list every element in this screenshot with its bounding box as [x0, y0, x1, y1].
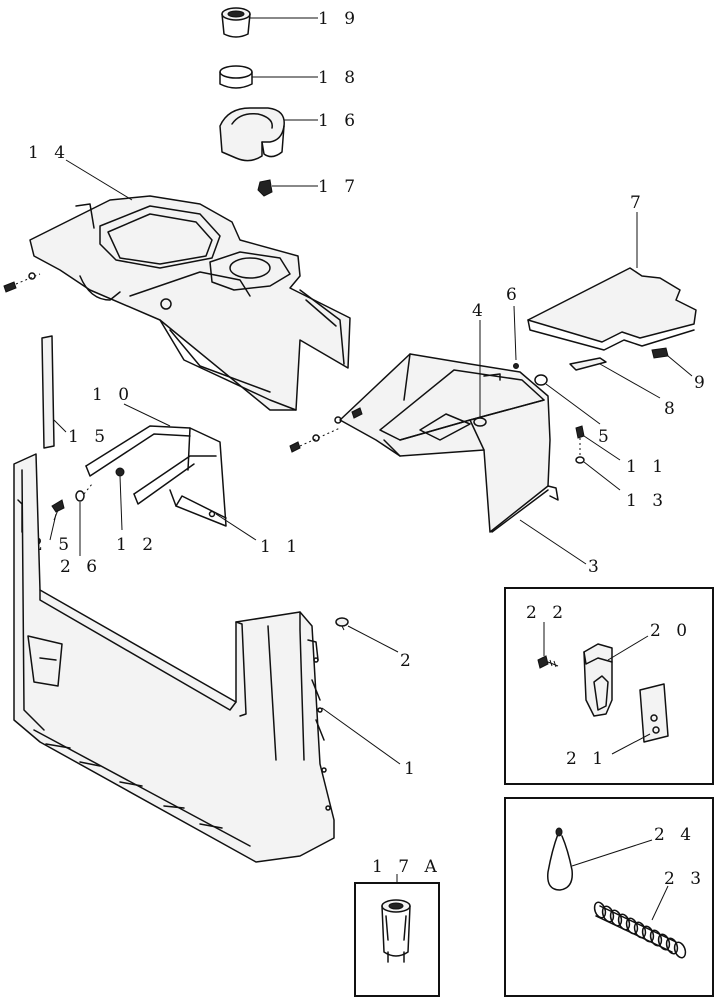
callout-18: 1 8: [318, 68, 360, 88]
callout-22: 2 2: [526, 603, 568, 623]
part-9-pad: [651, 347, 669, 359]
leader-10: [123, 403, 171, 427]
part-7-mat: [527, 267, 697, 351]
part-6-plug: [513, 363, 519, 369]
callout-9: 9: [694, 373, 710, 393]
leader-15: [53, 419, 67, 433]
leader-24: [571, 839, 653, 867]
callout-20: 2 0: [650, 621, 692, 641]
callout-3: 3: [588, 557, 604, 577]
leader-8: [599, 363, 661, 399]
callout-17a: 1 7 A: [372, 857, 442, 877]
callout-15: 1 5: [68, 427, 110, 447]
callout-7: 7: [630, 193, 646, 213]
part-20-hook: [583, 643, 613, 717]
callout-6: 6: [506, 285, 522, 305]
leader-9: [667, 355, 693, 377]
part-22-screw: [537, 655, 559, 669]
part-18-ring: [219, 65, 253, 89]
part-3-screws: [289, 407, 363, 453]
part-15-seal-strip: [41, 335, 55, 449]
part-2-fastener: [335, 617, 349, 631]
callout-8: 8: [664, 399, 680, 419]
callout-5: 5: [598, 427, 614, 447]
part-5-grommet: [534, 374, 548, 386]
callout-19: 1 9: [318, 9, 360, 29]
part-25-bolt: [51, 499, 65, 521]
callout-16: 1 6: [318, 111, 360, 131]
callout-14: 1 4: [28, 143, 70, 163]
leader-2: [347, 625, 399, 653]
callout-13: 1 3: [626, 491, 668, 511]
leader-5: [545, 383, 601, 425]
part-26-washer: [75, 483, 93, 502]
callout-4: 4: [472, 301, 488, 321]
callout-1: 1: [404, 759, 420, 779]
part-11-screw-right: [575, 425, 585, 464]
part-3-console-housing: [339, 353, 559, 533]
callout-24: 2 4: [654, 825, 696, 845]
callout-11a: 1 1: [626, 457, 668, 477]
part-1-lower-shroud: [13, 453, 335, 863]
part-21-plate: [639, 683, 669, 743]
part-19-cup-insert: [221, 7, 251, 38]
inset-box-coat-hook: 2 2 2 0 2 1: [504, 587, 714, 785]
callout-23: 2 3: [664, 869, 706, 889]
leader-13: [583, 461, 621, 491]
leader-23: [651, 885, 669, 921]
callout-17: 1 7: [318, 177, 360, 197]
leader-25: [49, 513, 57, 541]
leader-20: [607, 635, 649, 661]
part-8-strip: [569, 357, 607, 371]
part-23-coil-spring: [593, 901, 687, 959]
part-17a-socket: [381, 899, 411, 963]
callout-25: 2 5: [32, 535, 74, 555]
part-14-screw: [3, 272, 41, 293]
leader-1: [321, 707, 401, 765]
part-14-console-top: [29, 195, 351, 411]
callout-26: 2 6: [60, 557, 102, 577]
leader-11a: [583, 435, 621, 461]
part-10-bracket: [85, 425, 227, 527]
leader-6: [513, 305, 517, 361]
leader-11b: [215, 513, 257, 541]
callout-11b: 1 1: [260, 537, 302, 557]
callout-12: 1 2: [116, 535, 158, 555]
leader-3: [519, 519, 587, 565]
callout-21: 2 1: [566, 749, 608, 769]
part-24-strap: [547, 827, 573, 891]
callout-10: 1 0: [92, 385, 134, 405]
part-16-cup-holder: [219, 107, 285, 162]
leader-14: [65, 159, 133, 201]
part-17-clip: [257, 179, 273, 197]
inset-box-17a: 1 7 A: [354, 857, 442, 997]
leader-21: [611, 733, 651, 755]
callout-2: 2: [400, 651, 416, 671]
inset-box-strap-and-spring: 2 4 2 3: [504, 797, 714, 997]
leader-12: [119, 475, 123, 531]
